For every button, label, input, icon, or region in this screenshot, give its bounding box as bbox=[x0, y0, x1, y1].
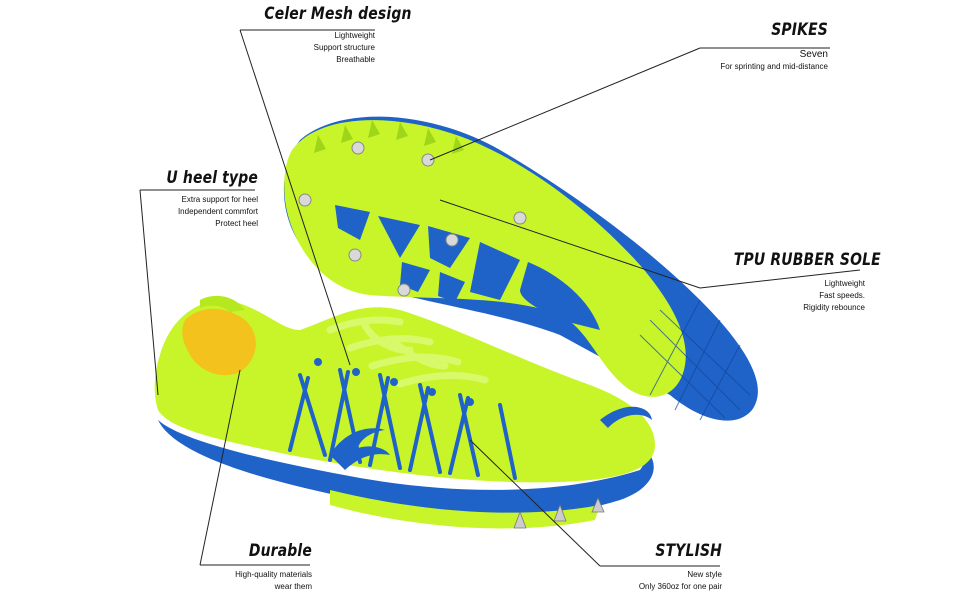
callout-durable-line: wear them bbox=[274, 582, 312, 591]
callout-stylish: STYLISH New style Only 360oz for one pai… bbox=[600, 541, 722, 593]
callout-tpu-sole-line: Fast speeds. bbox=[819, 291, 865, 300]
callout-tpu-sole: TPU RUBBER SOLE Lightweight Fast speeds.… bbox=[705, 250, 881, 314]
callout-tpu-sole-title: TPU RUBBER SOLE bbox=[733, 250, 881, 270]
callout-celer-mesh-line: Breathable bbox=[336, 55, 375, 64]
callout-celer-mesh: Celer Mesh design Lightweight Support st… bbox=[240, 4, 412, 66]
callout-stylish-title: STYLISH bbox=[655, 541, 722, 561]
callout-u-heel: U heel type Extra support for heel Indep… bbox=[140, 168, 258, 230]
callout-durable-line: High-quality materials bbox=[235, 570, 312, 579]
callout-durable-title: Durable bbox=[248, 541, 312, 561]
callout-u-heel-line: Protect heel bbox=[215, 219, 258, 228]
callout-celer-mesh-title: Celer Mesh design bbox=[264, 4, 412, 24]
callout-durable: Durable High-quality materials wear them bbox=[200, 541, 312, 593]
callout-stylish-line: Only 360oz for one pair bbox=[638, 582, 722, 591]
callout-celer-mesh-line: Lightweight bbox=[334, 31, 375, 40]
callout-tpu-sole-line: Rigidity rebounce bbox=[803, 303, 865, 312]
callout-spikes-title: SPIKES bbox=[771, 20, 828, 40]
callout-u-heel-title: U heel type bbox=[166, 168, 258, 188]
sole-shoe bbox=[283, 116, 758, 421]
callout-spikes: SPIKES Seven For sprinting and mid-dista… bbox=[700, 20, 828, 73]
leader-lines bbox=[139, 29, 861, 567]
callout-celer-mesh-line: Support structure bbox=[313, 43, 375, 52]
callout-spikes-line: For sprinting and mid-distance bbox=[720, 62, 828, 71]
side-shoe bbox=[154, 295, 655, 529]
callout-stylish-line: New style bbox=[687, 570, 722, 579]
callout-spikes-line: Seven bbox=[799, 49, 828, 60]
callout-tpu-sole-line: Lightweight bbox=[824, 279, 865, 288]
callout-u-heel-line: Extra support for heel bbox=[181, 195, 258, 204]
callout-u-heel-line: Independent commfort bbox=[177, 207, 258, 216]
